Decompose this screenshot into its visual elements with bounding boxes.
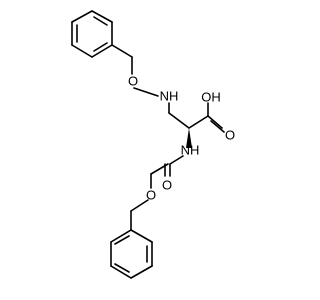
ester-oxygen-label: O bbox=[146, 188, 156, 203]
carbamate-nh-label: NH bbox=[181, 143, 200, 158]
ether-oxygen-label: O bbox=[128, 74, 138, 89]
backbone bbox=[168, 102, 190, 129]
benzyloxy-chain bbox=[111, 44, 159, 97]
benzene-ring-top bbox=[71, 10, 113, 58]
benzene-ring-bottom bbox=[110, 229, 153, 279]
stereo-wedge-bond bbox=[186, 128, 192, 148]
acid-carbonyl-oxygen-label: O bbox=[225, 128, 235, 143]
carbamate bbox=[130, 155, 184, 231]
carbamate-carbonyl-oxygen-label: O bbox=[162, 178, 172, 193]
carboxylic-acid bbox=[188, 102, 225, 133]
hydroxyl-label: OH bbox=[201, 90, 221, 105]
amine-nh-label: NH bbox=[160, 89, 179, 104]
atom-labels: O NH OH O NH O O bbox=[128, 74, 235, 203]
structure-diagram: O NH OH O NH O O bbox=[71, 10, 235, 279]
